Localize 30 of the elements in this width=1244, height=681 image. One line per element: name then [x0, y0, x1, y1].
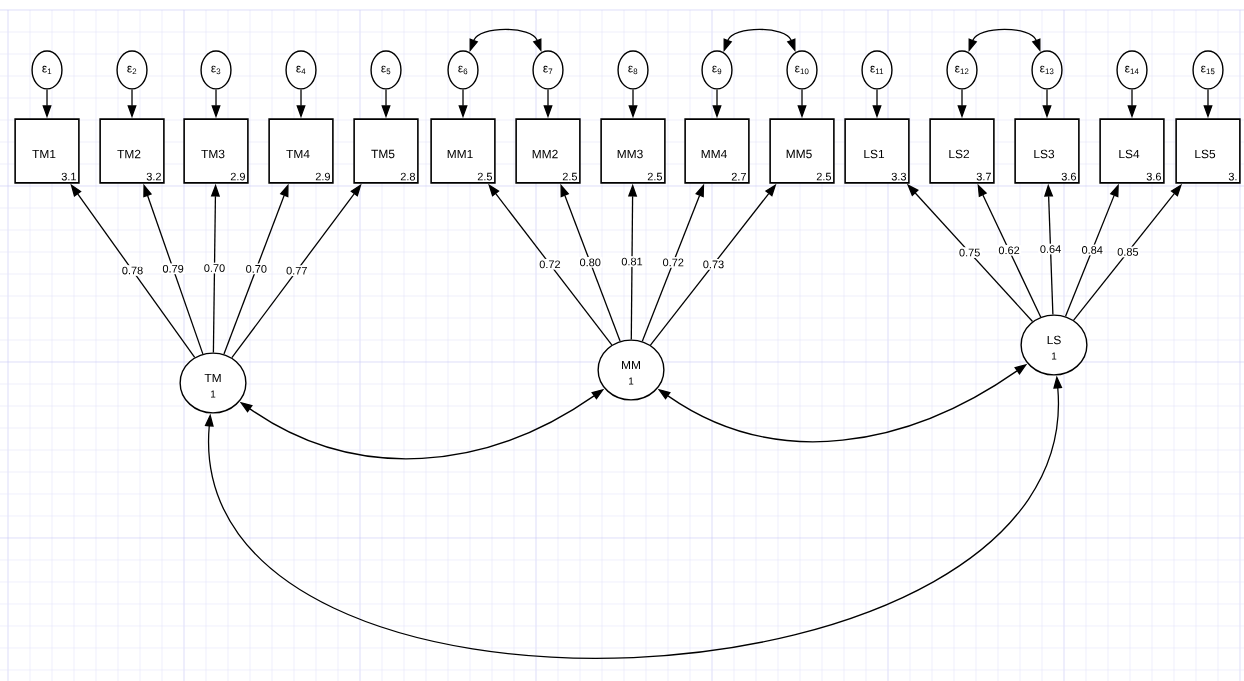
edge-label: 0.72: [661, 257, 686, 268]
indicator-box: LS4 3.6: [1099, 118, 1165, 184]
indicator-box: LS2 3.7: [929, 118, 995, 184]
edge-label: 0.84: [1080, 244, 1105, 256]
indicator-box: TM4 2.9: [268, 118, 334, 184]
indicator-box: LS1 3.3: [844, 118, 910, 184]
edge-label: 0.78: [120, 265, 145, 276]
edge-label: 0.80: [578, 257, 603, 268]
edge-label: 0.81: [619, 256, 645, 267]
indicator-box: MM5 2.5: [769, 118, 835, 184]
edge-label: 0.62: [996, 244, 1022, 256]
indicator-box: LS5 3.: [1175, 118, 1241, 184]
edge-label: 0.75: [957, 247, 982, 258]
edge-label: 0.64: [1038, 243, 1063, 255]
edge-label: 0.73: [701, 259, 726, 270]
indicator-box: TM2 3.2: [99, 118, 165, 184]
indicator-box: LS3 3.6: [1014, 118, 1080, 184]
indicator-box: TM1 3.1: [14, 118, 80, 184]
indicator-box: TM5 2.8: [353, 118, 419, 184]
indicator-box: TM3 2.9: [183, 118, 249, 184]
indicator-box: MM1 2.5: [430, 118, 496, 184]
edge-label: 0.77: [284, 265, 309, 277]
indicator-box: MM2 2.5: [515, 118, 581, 184]
edge-label: 0.85: [1115, 246, 1141, 258]
edge-label: 0.70: [202, 262, 227, 274]
indicator-box: MM4 2.7: [684, 118, 750, 184]
indicator-box: MM3 2.5: [600, 118, 666, 184]
edge-label: 0.79: [160, 263, 186, 275]
edge-label: 0.72: [537, 258, 563, 270]
edge-label: 0.70: [244, 263, 269, 275]
